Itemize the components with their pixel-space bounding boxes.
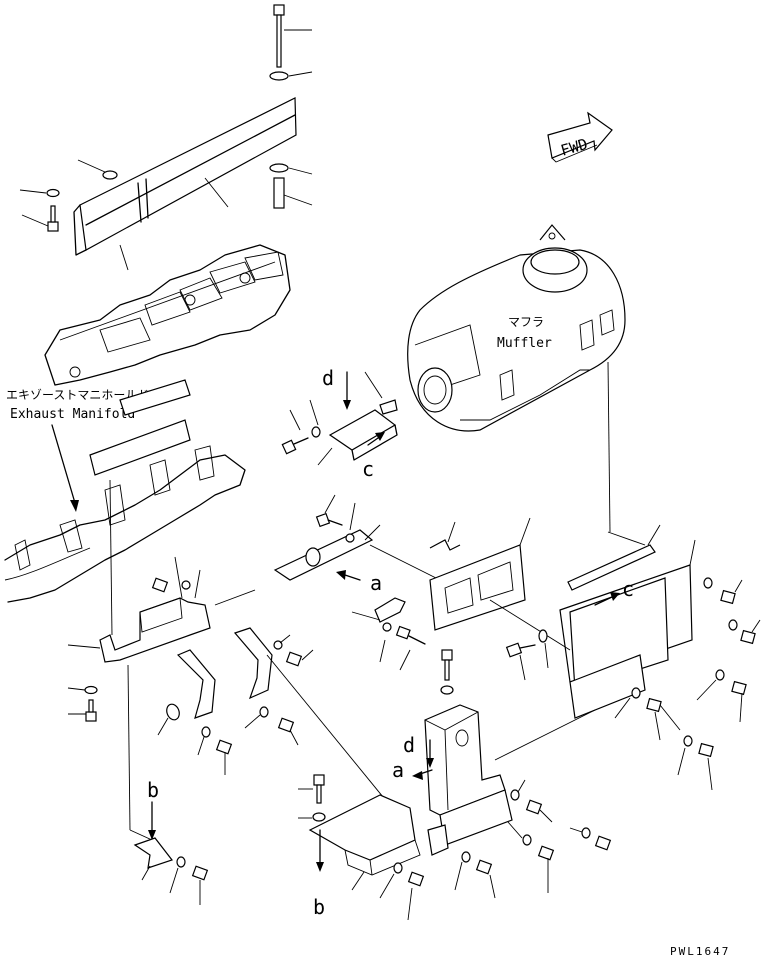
ref-label-c2: c	[622, 577, 634, 601]
manifold-arrow	[70, 500, 79, 512]
muffler: マフラ Muffler	[407, 224, 626, 432]
drawing-code: PWL1647	[670, 945, 730, 958]
left-long-bracket	[67, 479, 256, 841]
muffler-label-jp: マフラ	[508, 315, 544, 329]
muffler-label-en: Muffler	[497, 336, 552, 351]
middle-small-brackets	[157, 627, 411, 831]
manifold-label-en: Exhaust Manifold	[10, 407, 135, 422]
engine-cylinder-head	[44, 244, 291, 386]
heat-cover	[73, 97, 297, 271]
center-support-bracket: a	[273, 494, 441, 595]
ref-label-a2: a	[392, 758, 404, 782]
ref-label-d1: d	[322, 366, 334, 390]
bracket-d-assembly: d c	[281, 366, 398, 481]
bottom-bracket-plate: b	[298, 774, 425, 921]
manifold-label-jp: エキゾーストマニホールド	[6, 388, 149, 402]
ref-label-c1: c	[362, 457, 374, 481]
ref-label-b1: b	[147, 778, 159, 802]
right-plate-assembly: c	[489, 524, 761, 791]
exhaust-manifold	[4, 379, 246, 603]
heat-shield-plate	[351, 517, 531, 671]
ref-label-a1: a	[370, 571, 382, 595]
top-left-fasteners	[19, 159, 118, 232]
vertical-support-post: d a	[392, 649, 612, 899]
bracket-b: b	[133, 778, 209, 905]
ref-label-b2: b	[313, 895, 325, 919]
ref-label-d2: d	[403, 733, 415, 757]
fwd-arrow: FWD	[547, 111, 613, 163]
top-bolt-stack	[269, 4, 313, 209]
